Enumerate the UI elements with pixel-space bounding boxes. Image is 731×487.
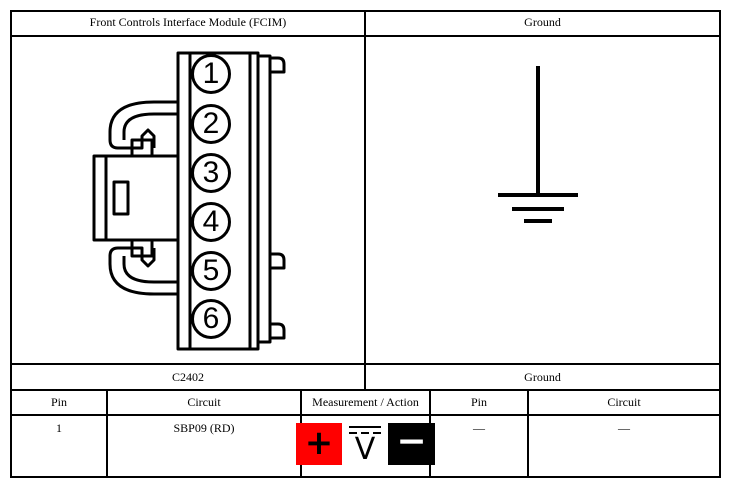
connector-id-label: C2402 (171, 370, 204, 384)
connector-diagram (92, 51, 286, 351)
header-circuit-a: Circuit (187, 395, 221, 409)
ground-footer: Ground (524, 370, 561, 384)
row-pin-b: — (473, 421, 485, 435)
header-circuit-b: Circuit (607, 395, 641, 409)
fcim-header: Front Controls Interface Module (FCIM) (89, 15, 287, 29)
pin-circle-1: 1 (191, 54, 231, 94)
pin-circle-6: 6 (191, 299, 231, 339)
row-circuit-b: — (618, 421, 630, 435)
pin-circle-4: 4 (191, 202, 231, 242)
ground-header: Ground (524, 15, 561, 29)
ground-icon (498, 66, 578, 223)
header-measurement: Measurement / Action (312, 395, 419, 409)
negative-lead-icon: − (388, 423, 435, 465)
header-pin-b: Pin (470, 395, 487, 409)
row-pin-a: 1 (56, 421, 62, 435)
row-circuit-a: SBP09 (RD) (173, 421, 235, 435)
pin-circle-3: 3 (191, 153, 231, 193)
pin-circle-5: 5 (191, 251, 231, 291)
volt-symbol: V (354, 432, 376, 467)
header-pin-a: Pin (50, 395, 67, 409)
pin-circle-2: 2 (191, 104, 231, 144)
positive-lead-icon: + (296, 423, 342, 465)
dc-voltmeter-icon: V (346, 423, 386, 467)
